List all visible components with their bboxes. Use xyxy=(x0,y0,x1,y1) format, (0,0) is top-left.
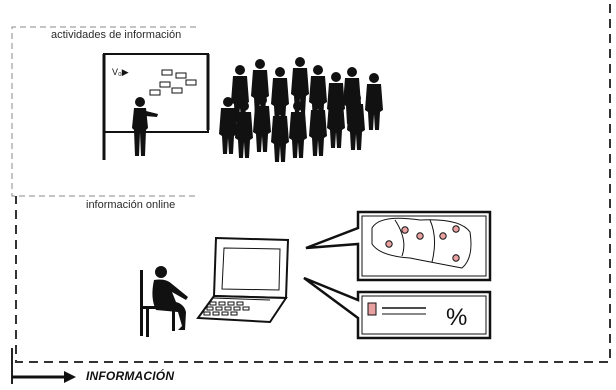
audience-person xyxy=(289,101,307,158)
audience-person xyxy=(219,97,237,154)
audience-person xyxy=(271,105,289,162)
audience-person xyxy=(271,67,289,124)
presenter-figure xyxy=(132,97,158,156)
audience-crowd xyxy=(219,57,383,162)
audience-person xyxy=(235,101,253,158)
map-pins xyxy=(385,225,460,262)
board-text: V₀▶ xyxy=(112,67,129,77)
online-label: información online xyxy=(86,199,176,211)
map-callout xyxy=(305,210,492,282)
percent-indicator xyxy=(367,302,377,316)
presentation-board: V₀▶ xyxy=(102,53,210,160)
audience-person xyxy=(327,91,345,148)
information-arrow xyxy=(12,371,76,383)
audience-person xyxy=(347,93,365,150)
audience-person xyxy=(253,95,271,152)
percent-callout: % xyxy=(303,276,492,340)
seated-person xyxy=(140,266,188,337)
information-label: INFORMACIÓN xyxy=(86,369,175,383)
percent-symbol: % xyxy=(446,304,467,331)
inner-dashed-frame xyxy=(11,26,196,197)
activities-label: actividades de información xyxy=(51,29,182,41)
laptop xyxy=(196,236,290,324)
audience-person xyxy=(309,99,327,156)
outer-dashed-frame xyxy=(15,4,611,363)
audience-person xyxy=(251,59,269,116)
audience-person xyxy=(365,73,383,130)
